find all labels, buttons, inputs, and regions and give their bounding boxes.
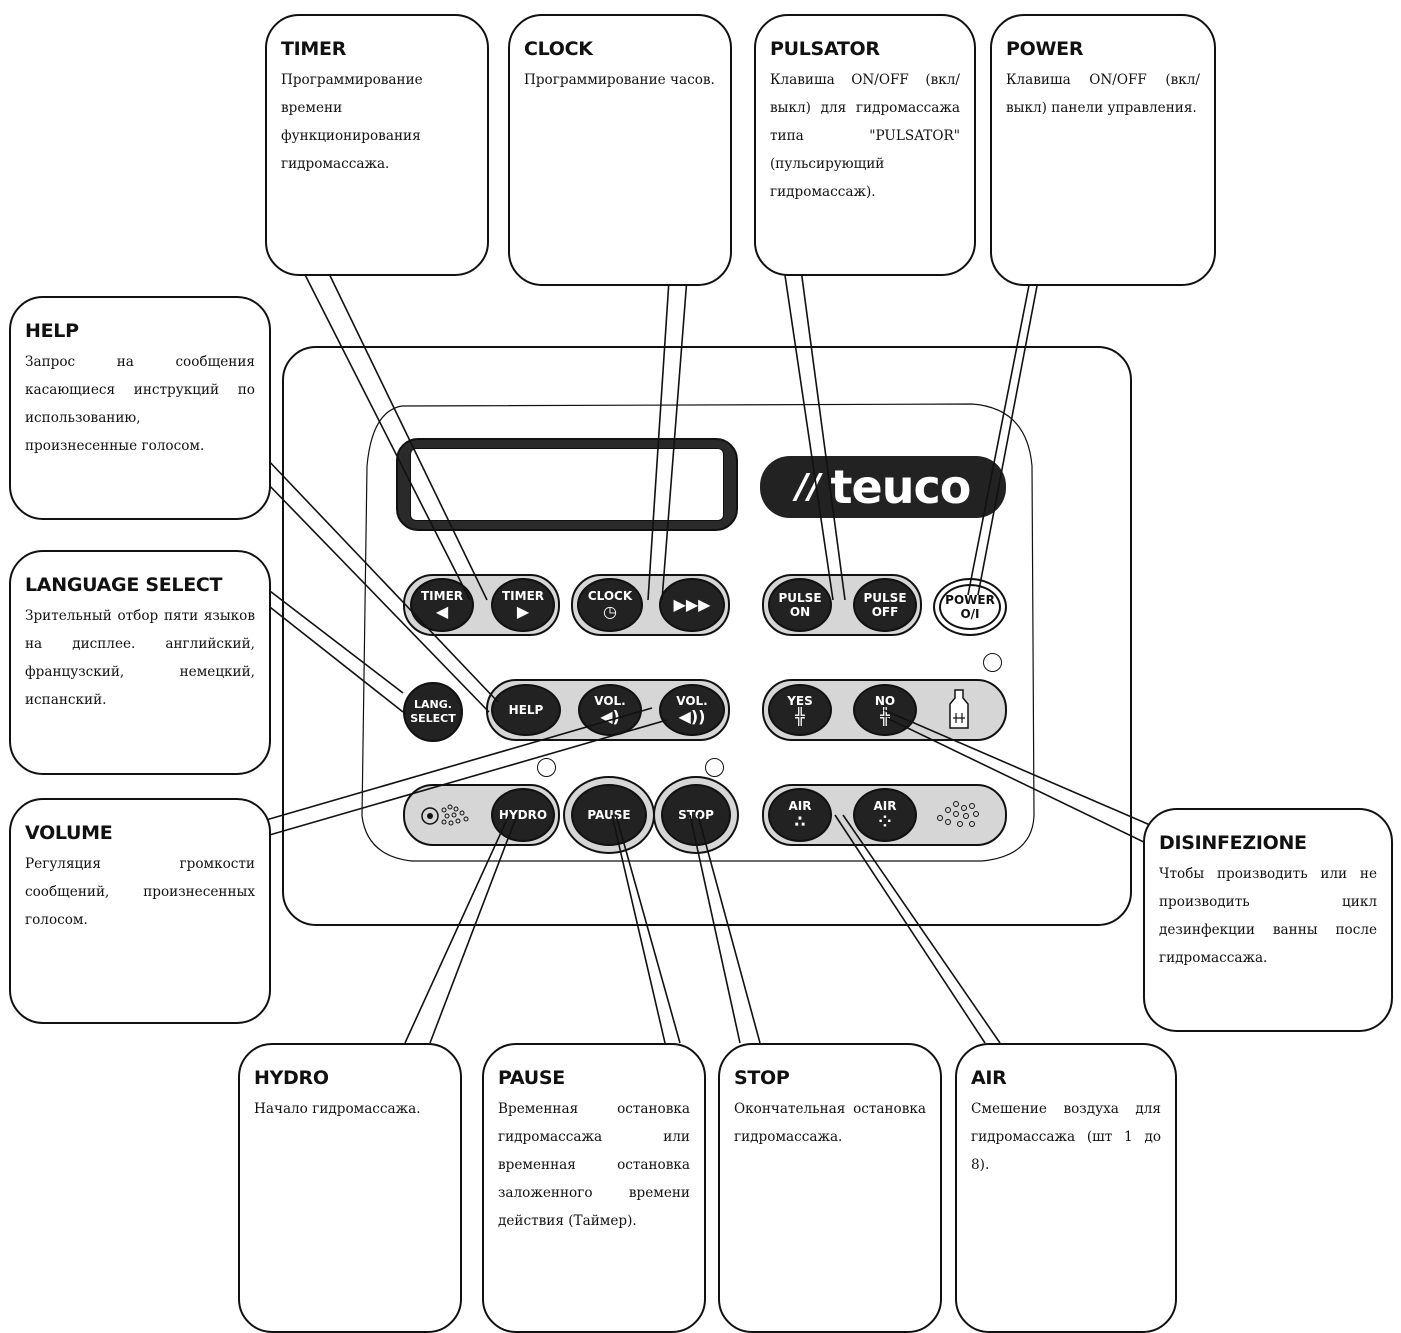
fast-forward-icon: ▶▶▶ [673, 595, 711, 614]
callout-text: Окончательная остановка гидромассажа. [734, 1101, 926, 1145]
callout-text: Программирование часов. [524, 72, 715, 88]
clock-icon: ◷ [603, 602, 617, 621]
air-low-button[interactable]: AIR∴ [768, 788, 832, 842]
brand-name: teuco [830, 460, 972, 514]
callout-text: Смешение воздуха для гидромассажа (шт 1 … [971, 1101, 1161, 1173]
callout-title: HELP [25, 320, 79, 342]
callout-title: CLOCK [524, 38, 593, 60]
fast-forward-button[interactable]: ▶▶▶ [659, 578, 725, 632]
callout-text: Запрос на сообщения касающиеся инструкци… [25, 354, 255, 454]
callout-hydro: HYDRO Начало гидромассажа. [238, 1043, 462, 1333]
disinfection-led [983, 653, 1002, 672]
callout-pulsator: PULSATOR Клавиша ON/OFF (вкл/выкл) для г… [754, 14, 976, 276]
callout-text: Программирование времени функционировани… [281, 72, 423, 172]
volume-up-button[interactable]: VOL.◀)) [659, 684, 725, 736]
callout-title: STOP [734, 1067, 790, 1089]
callout-disinfezione: DISINFEZIONE Чтобы производить или не пр… [1143, 808, 1393, 1032]
callout-text: Клавиша ON/OFF (вкл/выкл) для гидромасса… [770, 72, 960, 200]
callout-title: DISINFEZIONE [1159, 832, 1307, 854]
callout-title: PULSATOR [770, 38, 880, 60]
callout-title: PAUSE [498, 1067, 565, 1089]
callout-help: HELP Запрос на сообщения касающиеся инст… [9, 296, 271, 520]
callout-title: POWER [1006, 38, 1084, 60]
callout-title: VOLUME [25, 822, 113, 844]
callout-text: Клавиша ON/OFF (вкл/выкл) панели управле… [1006, 72, 1200, 116]
teuco-logo: // teuco [760, 456, 1006, 518]
callout-title: HYDRO [254, 1067, 329, 1089]
callout-timer: TIMER Программирование времени функциони… [265, 14, 489, 276]
speaker-high-icon: ◀)) [678, 707, 706, 726]
callout-volume: VOLUME Регуляция громкости сообщений, пр… [9, 798, 271, 1024]
callout-title: AIR [971, 1067, 1007, 1089]
lcd-display [396, 438, 738, 531]
callout-air: AIR Смешение воздуха для гидромассажа (ш… [955, 1043, 1177, 1333]
callout-pause: PAUSE Временная остановка гидромассажа и… [482, 1043, 706, 1333]
callout-clock: CLOCK Программирование часов. [508, 14, 732, 286]
stop-button[interactable]: STOP [661, 784, 731, 846]
timer-right-button[interactable]: TIMER▶ [491, 578, 555, 632]
pause-button[interactable]: PAUSE [571, 784, 647, 846]
callout-text: Начало гидромассажа. [254, 1101, 421, 1117]
disinfectant-bottle-icon [949, 689, 969, 729]
callout-text: Чтобы производить или не производить цик… [1159, 866, 1377, 966]
callout-stop: STOP Окончательная остановка гидромассаж… [718, 1043, 942, 1333]
callout-text: Временная остановка гидромассажа или вре… [498, 1101, 690, 1229]
leader-lines [265, 254, 1151, 1044]
air-bubbles-icon [937, 801, 979, 827]
air-high-button[interactable]: AIR⁘ [853, 788, 917, 842]
panel-inner-outline [361, 403, 1035, 862]
callout-text: Зрительный отбор пяти языков на дисплее.… [25, 608, 255, 708]
help-button[interactable]: HELP [491, 684, 561, 736]
callout-power: POWER Клавиша ON/OFF (вкл/выкл) панели у… [990, 14, 1216, 286]
callout-text: Регуляция громкости сообщений, произнесе… [25, 856, 255, 928]
clock-button[interactable]: CLOCK◷ [577, 578, 643, 632]
stop-led [705, 758, 724, 777]
callout-title: LANGUAGE SELECT [25, 574, 223, 596]
callout-language-select: LANGUAGE SELECT Зрительный отбор пяти яз… [9, 550, 271, 775]
hydro-jet-icon [421, 804, 469, 826]
callout-title: TIMER [281, 38, 347, 60]
volume-down-button[interactable]: VOL.◀) [578, 684, 642, 736]
lang-select-button[interactable]: LANG.SELECT [403, 682, 463, 742]
yes-button[interactable]: YES╬ [768, 684, 832, 736]
volume-led [537, 758, 556, 777]
